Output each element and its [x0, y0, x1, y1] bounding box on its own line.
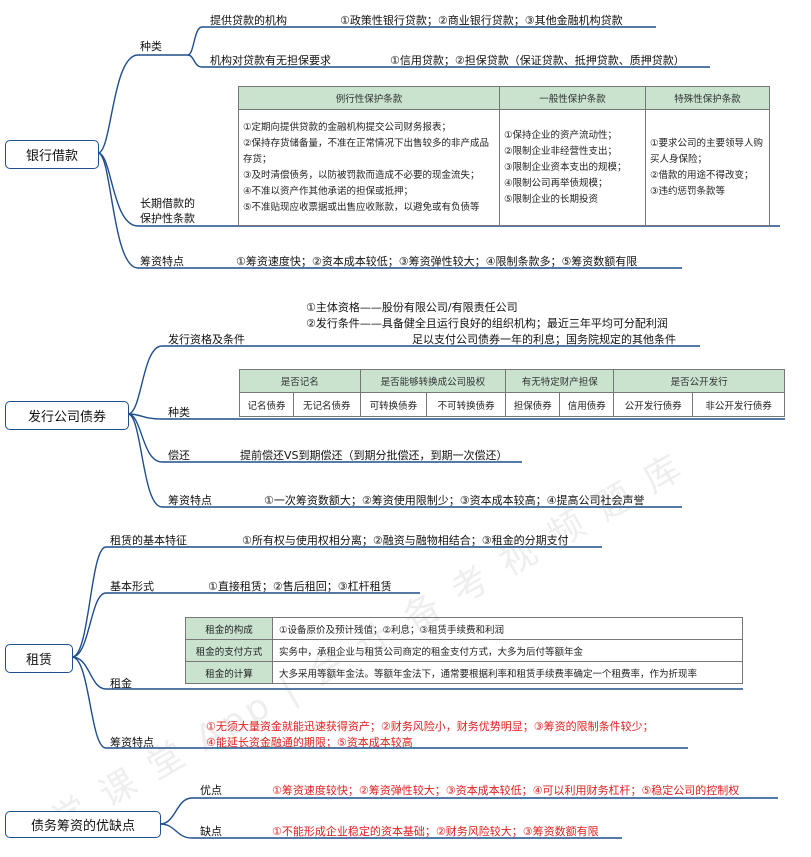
- bond-feature-label: 筹资特点: [168, 494, 212, 507]
- bond-type-cell: 不可转换债券: [426, 392, 507, 417]
- repay-label: 偿还: [168, 449, 190, 462]
- general-item: ④限制公司再举债规模；: [504, 177, 608, 189]
- protect-clauses-table: 例行性保护条款 一般性保护条款 特殊性保护条款 ①定期向提供贷款的金融机构提交公…: [238, 86, 770, 226]
- protect-header-routine: 例行性保护条款: [238, 86, 500, 110]
- qual-label: 发行资格及条件: [168, 333, 245, 346]
- qual-line1: ①主体资格——股份有限公司/有限责任公司: [306, 301, 518, 314]
- bond-header-convertible: 是否能够转换成公司股权: [359, 369, 507, 393]
- bank-loan-feature-text: ①筹资速度快；②资本成本较低；③筹资弹性较大；④限制条款多；⑤筹资数额有限: [236, 255, 638, 268]
- routine-item: ②保持存货储备量，不准在正常情况下出售较多的非产成品存货；: [243, 137, 490, 165]
- lease-feature-line2: ④能延长资金融通的期限；⑤资本成本较高: [206, 736, 413, 749]
- general-item: ②限制企业非经营性支出；: [504, 145, 618, 157]
- general-item: ③限制企业资本支出的规模；: [504, 161, 627, 173]
- pro-text: ①筹资速度较快；②筹资弹性较大；③资本成本较低；④可以利用财务杠杆；⑤稳定公司的…: [272, 784, 740, 797]
- bond-header-public: 是否公开发行: [613, 369, 785, 393]
- rent-row-value: ①设备原价及预计残值；②利息；③租赁手续费和利润: [272, 617, 743, 640]
- rent-row-value: 实务中，承租企业与租赁公司商定的租金支付方式，大多为后付等额年金: [272, 639, 743, 662]
- bond-type-table: 是否记名 是否能够转换成公司股权 有无特定财产担保 是否公开发行 记名债券 无记…: [238, 369, 785, 417]
- general-item: ⑤限制企业的长期投资: [504, 193, 599, 205]
- bond-type-cell: 可转换债券: [359, 392, 428, 417]
- bond-header-named: 是否记名: [239, 369, 361, 393]
- bond-type-label: 种类: [168, 406, 190, 419]
- institution-label: 提供贷款的机构: [210, 14, 287, 27]
- bond-type-cell: 信用债券: [559, 392, 615, 417]
- repay-text: 提前偿还VS到期偿还（到期分批偿还，到期一次偿还）: [240, 449, 508, 462]
- protect-cell-general: ①保持企业的资产流动性； ②限制企业非经营性支出； ③限制企业资本支出的规模； …: [499, 109, 646, 226]
- root-lease[interactable]: 租赁: [5, 644, 73, 673]
- protect-header-special: 特殊性保护条款: [645, 86, 770, 110]
- root-corporate-bond[interactable]: 发行公司债券: [5, 401, 129, 430]
- lease-basic-label: 租赁的基本特征: [110, 534, 187, 547]
- general-item: ①保持企业的资产流动性；: [504, 129, 618, 141]
- lease-feature-label: 筹资特点: [110, 736, 154, 749]
- bank-loan-type-label: 种类: [140, 40, 162, 53]
- bank-loan-feature-label: 筹资特点: [140, 255, 184, 268]
- special-item: ①要求公司的主要领导人购买人身保险；: [650, 137, 764, 165]
- institution-text: ①政策性银行贷款；②商业银行贷款；③其他金融机构贷款: [340, 14, 623, 27]
- pro-label: 优点: [200, 784, 222, 797]
- con-text: ①不能形成企业稳定的资本基础；②财务风险较大；③筹资数额有限: [272, 825, 599, 838]
- bond-type-cell: 非公开发行债券: [692, 392, 785, 417]
- rent-row-value: 大多采用等额年金法。等额年金法下，通常要根据利率和租赁手续费率确定一个租费率，作…: [272, 661, 743, 684]
- con-label: 缺点: [200, 825, 222, 838]
- protect-cell-special: ①要求公司的主要领导人购买人身保险； ②借款的用途不得改变； ③违约惩罚条款等: [645, 109, 770, 226]
- qual-line2: ②发行条件——具备健全且运行良好的组织机构；最近三年平均可分配利润: [306, 317, 668, 330]
- protect-label-line1: 长期借款的: [140, 197, 195, 210]
- qual-line3: 足以支付公司债券一年的利息；国务院规定的其他条件: [412, 333, 676, 346]
- bond-type-cell: 公开发行债券: [613, 392, 694, 417]
- protect-label-line2: 保护性条款: [140, 212, 195, 225]
- special-item: ③违约惩罚条款等: [650, 185, 726, 197]
- protect-cell-routine: ①定期向提供贷款的金融机构提交公司财务报表； ②保持存货储备量，不准在正常情况下…: [238, 109, 500, 226]
- bond-type-cell: 担保债券: [505, 392, 561, 417]
- routine-item: ⑤不准贴现应收票据或出售应收账款，以避免或有负债等: [243, 201, 480, 213]
- routine-item: ④不准以资产作其他承诺的担保或抵押；: [243, 185, 414, 197]
- rent-row-header: 租金的构成: [185, 617, 273, 640]
- guarantee-text: ①信用贷款；②担保贷款（保证贷款、抵押贷款、质押贷款）: [390, 54, 685, 67]
- protect-header-general: 一般性保护条款: [499, 86, 646, 110]
- special-item: ②借款的用途不得改变；: [650, 169, 754, 181]
- routine-item: ①定期向提供贷款的金融机构提交公司财务报表；: [243, 121, 452, 133]
- guarantee-label: 机构对贷款有无担保要求: [210, 54, 331, 67]
- root-bank-loan[interactable]: 银行借款: [5, 140, 99, 169]
- rent-row-header: 租金的支付方式: [185, 639, 273, 662]
- lease-form-label: 基本形式: [110, 580, 154, 593]
- bond-type-cell: 无记名债券: [293, 392, 361, 417]
- lease-basic-text: ①所有权与使用权相分离；②融资与融物相结合；③租金的分期支付: [242, 534, 569, 547]
- bond-header-secured: 有无特定财产担保: [505, 369, 615, 393]
- lease-feature-line1: ①无须大量资金就能迅速获得资产；②财务风险小，财务优势明显；③筹资的限制条件较少…: [206, 720, 654, 733]
- lease-form-text: ①直接租赁；②售后租回；③杠杆租赁: [208, 580, 392, 593]
- bond-feature-text: ①一次筹资数额大；②筹资使用限制少；③资本成本较高；④提高公司社会声誉: [264, 494, 645, 507]
- routine-item: ③及时清偿债务，以防被罚款而造成不必要的现金流失；: [243, 169, 480, 181]
- root-debt-pros-cons[interactable]: 债务筹资的优缺点: [5, 811, 161, 838]
- rent-table: 租金的构成 ①设备原价及预计残值；②利息；③租赁手续费和利润 租金的支付方式 实…: [185, 617, 743, 684]
- rent-row-header: 租金的计算: [185, 661, 273, 684]
- bond-type-cell: 记名债券: [238, 392, 295, 417]
- rent-label: 租金: [110, 677, 132, 690]
